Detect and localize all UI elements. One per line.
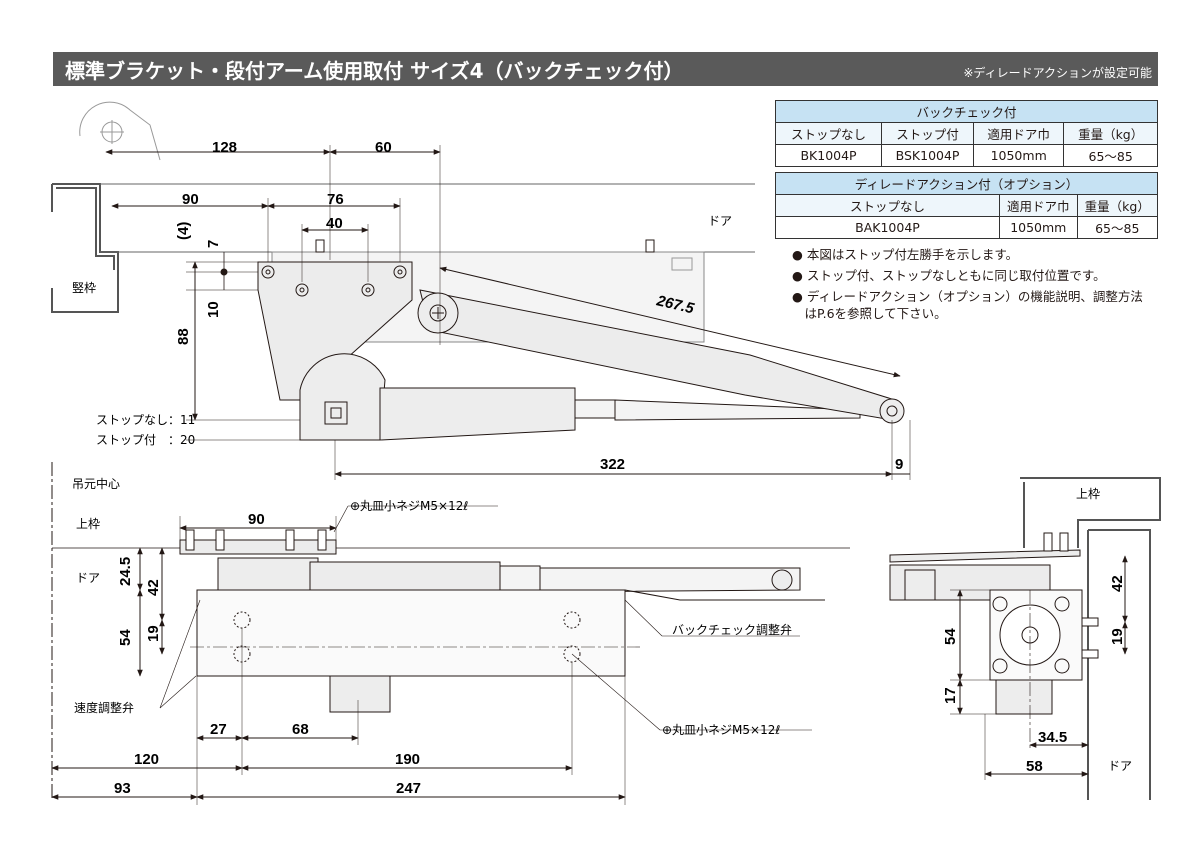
dim-76: 76 xyxy=(327,191,344,208)
table-cell: 1050mm xyxy=(999,216,1078,239)
top-view-texts: 128 60 90 76 40 (4) 7 10 88 267.5 322 9 … xyxy=(72,139,903,473)
side-view xyxy=(889,477,1161,800)
label-door: ドア xyxy=(708,214,732,228)
table-cell: BAK1004P xyxy=(775,216,1000,239)
delayed-action-spec-table: ディレードアクション付（オプション） ストップなし 適用ドア巾 重量（kg） B… xyxy=(775,172,1159,239)
label-door-side: ドア xyxy=(1108,759,1132,773)
title-note: ※ディレードアクションが設定可能 xyxy=(963,66,1152,80)
label-speed-valve: 速度調整弁 xyxy=(74,700,134,715)
col-header: 重量（kg） xyxy=(1076,194,1159,217)
dim-90-front: 90 xyxy=(248,511,265,528)
title-bar: 標準ブラケット・段付アーム使用取付 サイズ4（バックチェック付） ※ディレードア… xyxy=(53,52,1158,86)
table-cell: 65〜85 xyxy=(1063,144,1158,167)
note-item: ● 本図はストップ付左勝手を示します。 xyxy=(792,247,1019,262)
dim-60: 60 xyxy=(375,139,392,156)
side-view-texts: 上枠 ドア 42 19 54 17 34.5 58 xyxy=(942,487,1132,775)
top-view xyxy=(51,101,911,480)
dim-40: 40 xyxy=(326,215,343,232)
label-screw-bottom: ⊕丸皿小ネジM5×12ℓ xyxy=(662,723,780,737)
page-title: 標準ブラケット・段付アーム使用取付 サイズ4（バックチェック付） xyxy=(65,59,684,83)
table-cell: 65〜85 xyxy=(1076,216,1159,239)
table-cell: 1050mm xyxy=(973,144,1065,167)
dim-42-side: 42 xyxy=(1109,575,1126,592)
dim-58-side: 58 xyxy=(1026,758,1043,775)
col-header: 重量（kg） xyxy=(1063,122,1158,145)
dim-10: 10 xyxy=(205,301,222,318)
label-door-front: ドア xyxy=(76,571,100,585)
col-header: 適用ドア巾 xyxy=(999,194,1078,217)
dim-19: 19 xyxy=(145,625,162,642)
dim-120: 120 xyxy=(134,751,159,768)
label-backcheck-valve: バックチェック調整弁 xyxy=(672,622,792,637)
backcheck-spec-table: バックチェック付 ストップなし ストップ付 適用ドア巾 重量（kg） BK100… xyxy=(774,100,1158,167)
label-hinge-center: 吊元中心 xyxy=(72,476,120,491)
label-top-frame: 上枠 xyxy=(76,517,100,531)
dim-4: (4) xyxy=(175,222,192,240)
label-stop-none: ストップなし：11 xyxy=(96,413,195,427)
label-screw-top: ⊕丸皿小ネジM5×12ℓ xyxy=(350,499,468,513)
dim-88: 88 xyxy=(175,328,192,345)
table-cell: BSK1004P xyxy=(881,144,975,167)
dim-68: 68 xyxy=(292,721,309,738)
front-view-texts: 吊元中心 上枠 ドア ⊕丸皿小ネジM5×12ℓ バックチェック調整弁 ⊕丸皿小ネ… xyxy=(72,476,792,797)
dim-27: 27 xyxy=(210,721,227,738)
dim-24-5: 24.5 xyxy=(117,557,134,586)
table-cell: BK1004P xyxy=(774,144,883,167)
dim-322: 322 xyxy=(600,456,625,473)
hinge-bracket-sketch xyxy=(79,101,161,161)
front-view xyxy=(51,462,850,805)
dim-93: 93 xyxy=(114,780,131,797)
label-vertical-frame: 竪枠 xyxy=(72,281,96,295)
dim-7: 7 xyxy=(205,240,222,248)
label-top-frame-side: 上枠 xyxy=(1076,487,1100,501)
dim-190: 190 xyxy=(395,751,420,768)
dim-247: 247 xyxy=(396,780,421,797)
delayed-table-header: ディレードアクション付（オプション） xyxy=(775,172,1158,195)
dim-34-5-side: 34.5 xyxy=(1038,729,1067,746)
dim-42: 42 xyxy=(145,579,162,596)
dim-90: 90 xyxy=(182,191,199,208)
col-header: 適用ドア巾 xyxy=(973,122,1065,145)
dim-54-side: 54 xyxy=(942,628,959,645)
dim-17-side: 17 xyxy=(942,687,959,704)
col-header: ストップなし xyxy=(775,194,1000,217)
label-stop-with: ストップ付 ：20 xyxy=(96,433,195,447)
dim-54: 54 xyxy=(117,629,134,646)
dim-9: 9 xyxy=(895,456,903,473)
dim-128: 128 xyxy=(212,139,237,156)
dim-19-side: 19 xyxy=(1109,628,1126,645)
